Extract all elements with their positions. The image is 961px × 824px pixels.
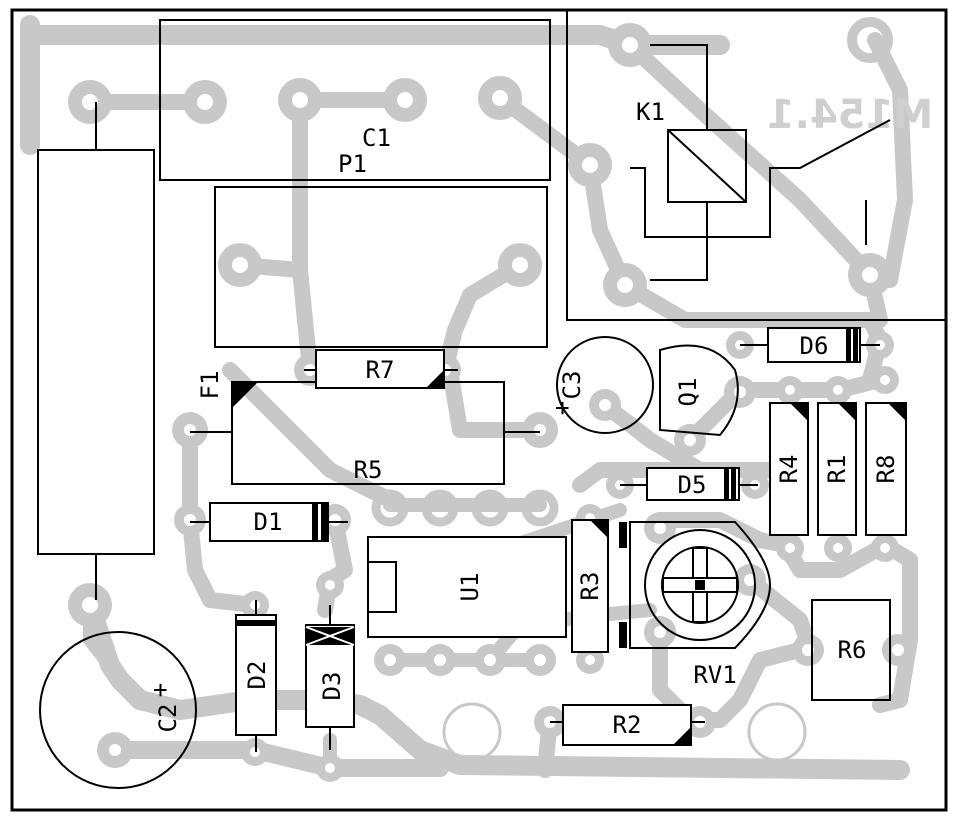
r3-outline bbox=[571, 519, 609, 653]
trace-rv1 bbox=[652, 512, 793, 553]
k1-outline bbox=[566, 10, 946, 321]
trace-p1-down bbox=[292, 92, 318, 378]
label-c2-polarity: + bbox=[146, 683, 174, 697]
trace-bottom-return bbox=[106, 741, 449, 777]
label-r8: R8 bbox=[872, 455, 900, 484]
trace-outer-bottom bbox=[80, 595, 910, 780]
label-rv1: RV1 bbox=[693, 661, 736, 689]
d1-outline bbox=[209, 502, 329, 542]
label-r2: R2 bbox=[613, 711, 642, 739]
r6-outline bbox=[811, 599, 891, 701]
label-r5: R5 bbox=[354, 456, 383, 484]
label-c3-polarity: + bbox=[548, 401, 576, 415]
label-r6: R6 bbox=[838, 636, 867, 664]
r1-outline bbox=[817, 402, 857, 536]
label-f1: F1 bbox=[196, 371, 224, 400]
u1-pin bbox=[471, 489, 509, 527]
u1-pin bbox=[421, 489, 459, 527]
mounting-hole bbox=[442, 702, 502, 762]
label-r1: R1 bbox=[823, 455, 851, 484]
c2-outline bbox=[39, 631, 197, 789]
label-d6: D6 bbox=[800, 332, 829, 360]
pad bbox=[847, 17, 893, 63]
trace-f1-diag bbox=[222, 362, 408, 513]
trace-r7-r5 bbox=[437, 257, 528, 378]
board-revision-mark: M154.1 bbox=[767, 92, 933, 138]
trace-f1-left bbox=[182, 422, 263, 613]
label-k1: K1 bbox=[636, 98, 665, 126]
r7-outline bbox=[315, 349, 445, 389]
label-r4: R4 bbox=[775, 455, 803, 484]
u1-pin bbox=[371, 489, 409, 527]
component-labels: C1 P1 K1 F1 R7 R5 C3 + Q1 D6 D5 D1 R4 R1… bbox=[146, 98, 900, 739]
label-r7: R7 bbox=[366, 356, 395, 384]
label-d1: D1 bbox=[254, 508, 283, 536]
q1-outline bbox=[659, 344, 739, 437]
label-q1: Q1 bbox=[674, 378, 702, 407]
board-outline bbox=[10, 8, 948, 812]
label-d5: D5 bbox=[678, 471, 707, 499]
c1-outline bbox=[159, 19, 551, 181]
rv1-outline bbox=[629, 521, 772, 649]
silkscreen bbox=[10, 8, 948, 812]
trace-relay-right bbox=[867, 32, 913, 288]
label-c2: C2 bbox=[154, 704, 182, 733]
label-p1: P1 bbox=[338, 150, 367, 178]
left-large-component bbox=[37, 149, 155, 555]
mounting-hole bbox=[747, 702, 807, 762]
label-c3: C3 bbox=[558, 371, 586, 400]
label-d2: D2 bbox=[243, 661, 271, 690]
label-r3: R3 bbox=[576, 572, 604, 601]
u1-outline bbox=[367, 536, 567, 638]
label-u1: U1 bbox=[456, 573, 484, 602]
r4-outline bbox=[769, 402, 809, 536]
r2-outline bbox=[562, 704, 692, 746]
label-d3: D3 bbox=[318, 672, 346, 701]
label-c1: C1 bbox=[362, 124, 391, 152]
u1-pin bbox=[521, 489, 559, 527]
p1-outline bbox=[214, 186, 548, 348]
r8-outline bbox=[865, 402, 907, 536]
c3-outline bbox=[556, 336, 654, 434]
